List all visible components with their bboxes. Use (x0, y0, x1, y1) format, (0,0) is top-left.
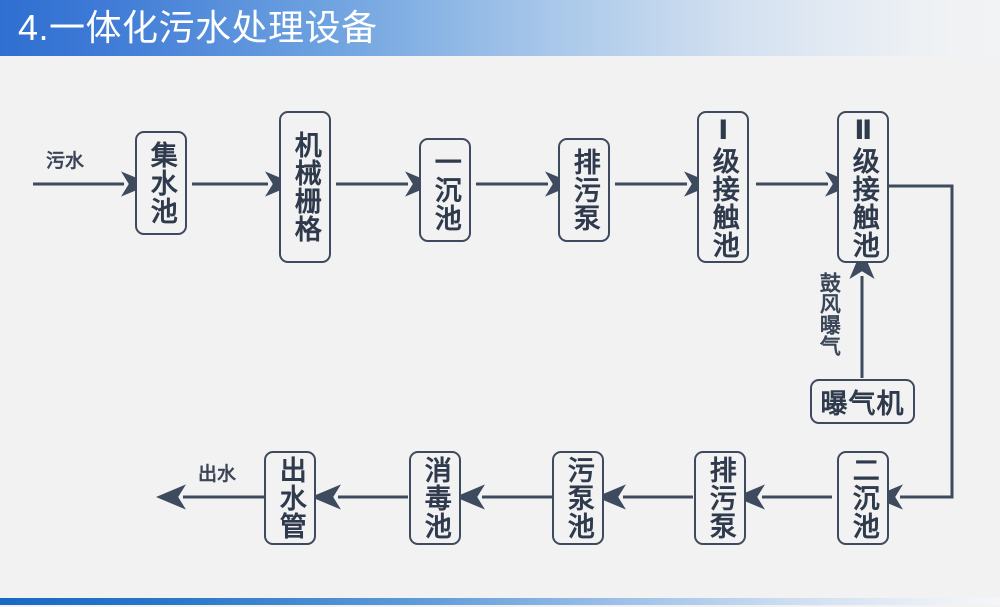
node-label: 污泵池 (563, 456, 594, 540)
edge-label-outlet: 出水 (198, 464, 237, 485)
node-sludge-pump-tank[interactable]: 污泵池 (552, 451, 604, 545)
node-label: 机械栅格 (290, 131, 321, 243)
node-label: 消毒池 (420, 456, 451, 540)
node-label: 排污泵 (569, 148, 600, 232)
node-mechanical-grating[interactable]: 机械栅格 (279, 111, 331, 263)
node-disinfection-tank[interactable]: 消毒池 (409, 451, 461, 545)
node-contact-tank-1[interactable]: Ⅰ级接触池 (697, 111, 749, 263)
node-sewage-pump-bottom[interactable]: 排污泵 (694, 451, 746, 545)
page-title: 4.一体化污水处理设备 (18, 7, 378, 48)
node-label: 一沉池 (430, 148, 461, 232)
header-band (0, 0, 1000, 56)
node-aerator[interactable]: 曝气机 (810, 379, 915, 424)
node-label: Ⅱ级接触池 (848, 115, 879, 259)
node-outlet-pipe[interactable]: 出水管 (264, 451, 316, 545)
node-label: 曝气机 (820, 389, 905, 419)
edge-label-inlet: 污水 (46, 151, 85, 172)
node-label: 集水池 (146, 141, 177, 225)
edge-label-aeration: 鼓风曝气 (817, 272, 841, 356)
node-secondary-sedimentation-tank[interactable]: 二沉池 (837, 451, 889, 545)
footer-band (0, 598, 1000, 605)
node-label: 出水管 (275, 456, 306, 540)
node-primary-sedimentation-tank[interactable]: 一沉池 (419, 138, 471, 242)
node-label: 排污泵 (705, 456, 736, 540)
edge-contact2-to-secondary (873, 184, 954, 510)
node-label: Ⅰ级接触池 (708, 115, 739, 259)
node-collection-tank[interactable]: 集水池 (135, 131, 187, 235)
node-contact-tank-2[interactable]: Ⅱ级接触池 (837, 111, 889, 263)
node-sewage-pump-top[interactable]: 排污泵 (558, 138, 610, 242)
node-label: 二沉池 (848, 456, 879, 540)
